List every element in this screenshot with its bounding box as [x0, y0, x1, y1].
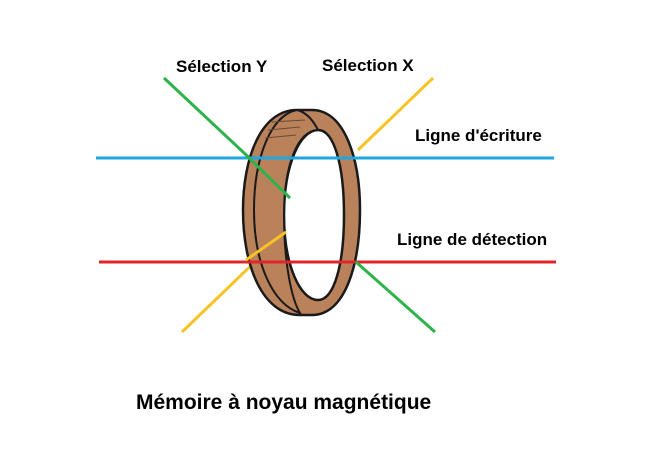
selection-y-label: Sélection Y — [176, 57, 268, 76]
selection-x-wire-front — [356, 76, 435, 152]
diagram-title: Mémoire à noyau magnétique — [136, 391, 431, 414]
selection-y-wire-front-left — [244, 153, 292, 200]
core-top-hatching — [264, 119, 306, 139]
sense-line-label: Ligne de détection — [397, 230, 547, 249]
write-line-label: Ligne d'écriture — [415, 126, 542, 145]
magnetic-core-ring — [241, 108, 362, 317]
selection-x-label: Sélection X — [322, 56, 414, 75]
selection-y-wire-front — [355, 260, 436, 334]
selection-x-wire-front-left — [245, 230, 287, 262]
